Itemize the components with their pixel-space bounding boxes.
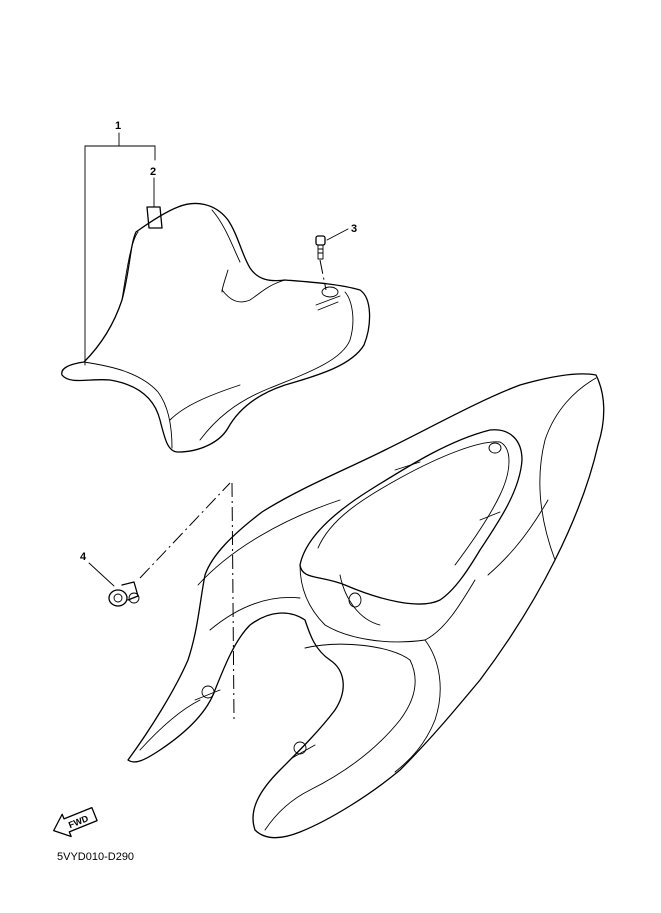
grommet (108, 581, 140, 607)
seat (61, 202, 371, 453)
tail-cowl (127, 373, 605, 839)
callout-4-leader (88, 562, 115, 587)
callout-2: 2 (150, 166, 156, 178)
grommet-leader (139, 482, 231, 579)
callout-1: 1 (115, 120, 121, 132)
fwd-arrow-icon: FWD (53, 806, 98, 838)
bolt (315, 235, 327, 291)
callout-3-leader (326, 228, 349, 241)
callout-1-bracket (84, 132, 156, 366)
seat-tag (146, 206, 163, 229)
callout-3: 3 (351, 223, 357, 235)
mount-leader (231, 482, 235, 721)
diagram-code: 5VYD010-D290 (57, 851, 135, 863)
callout-4: 4 (80, 551, 87, 563)
